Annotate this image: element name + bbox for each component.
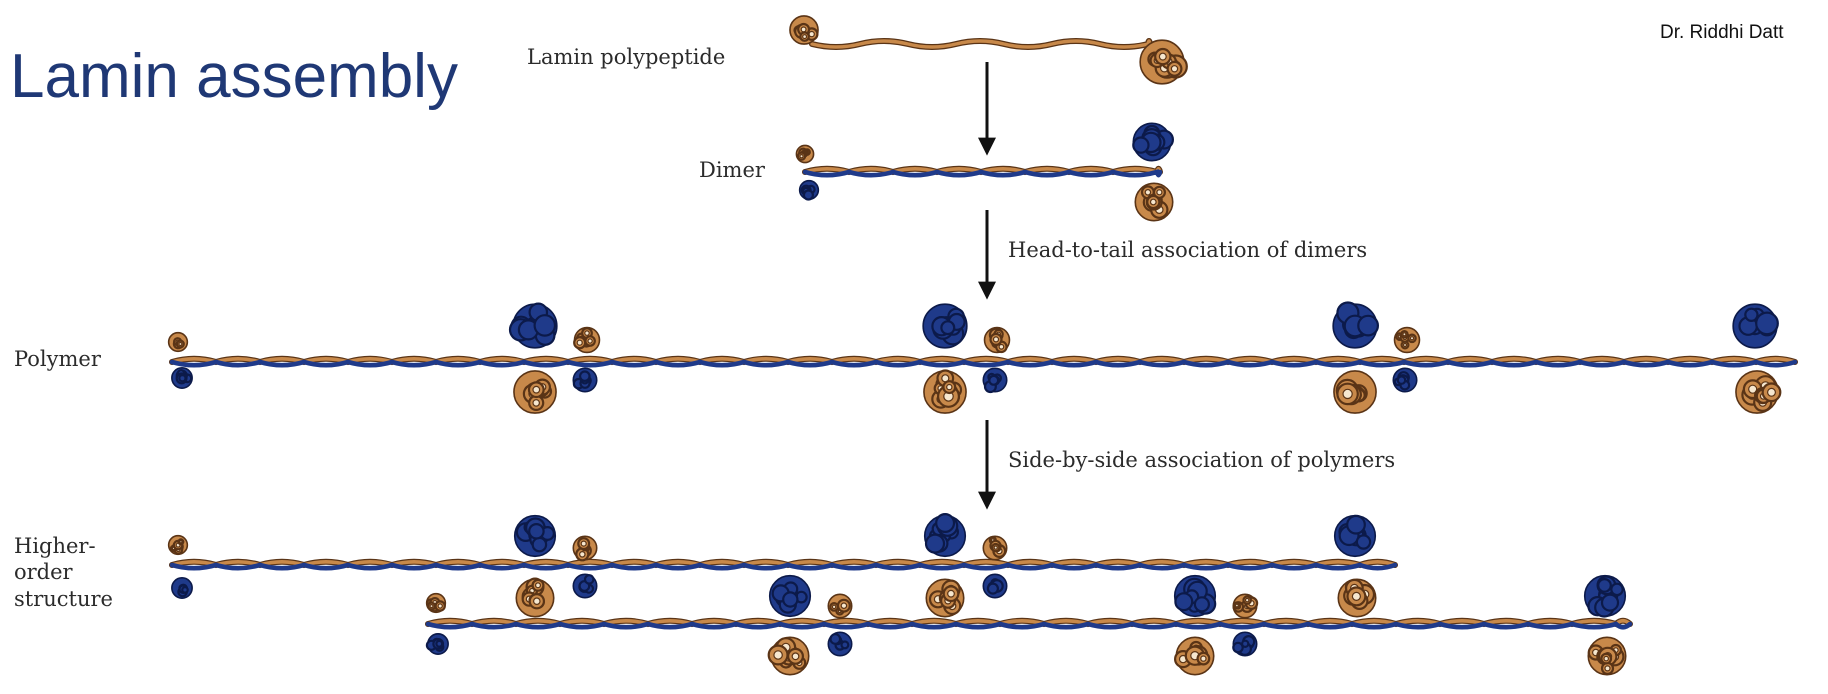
polymer-head-b-1 [172,368,192,388]
higher-top-head-b-1 [573,574,596,597]
dimer-head-b [800,181,819,200]
higher-bottom-tail-b-1 [770,576,811,617]
higher-top-head-a-2 [983,536,1006,559]
polymer-head-a-3 [985,328,1010,353]
polymer-tail-b-3 [923,304,967,348]
polymer-head-b-3 [983,368,1006,392]
polymer-head-a-1 [169,333,188,352]
higher-bottom-tail-b-end [1585,576,1626,617]
higher-top-head-b-2 [983,574,1006,597]
polymer-tail-a-3 [924,371,966,414]
polymer-tail-a-2 [514,371,556,413]
higher-rod-top [172,562,1395,568]
higher-head-a-1 [169,536,188,555]
higher-bottom-tail-a-1 [769,637,809,674]
higher-rod-bottom [428,621,1630,627]
higher-top-tail-b-end [1335,516,1376,557]
higher-bottom-head-a-2 [1233,594,1257,617]
higher-bottom-tail-b-2 [1175,576,1216,617]
polymer-head-a-4 [1395,328,1420,353]
higher-top-tail-b-1 [515,516,556,557]
dimer-tail-a [1135,183,1172,220]
dimer-tail-b [1133,123,1173,160]
polymer-head-a-2 [574,328,599,353]
higher-bottom-head-a-1 [828,594,851,617]
higher-top-tail-a-1 [516,579,553,617]
polymer-head-b-2 [573,368,596,391]
higher-bottom-head-b-1 [427,634,448,654]
higher-top-tail-b-2 [925,514,966,556]
polymer-rod [172,359,1795,365]
polymer-tail-b-4 [1333,303,1378,348]
higher-top-tail-a-2 [926,579,963,616]
polymer-head-b-4 [1393,368,1416,391]
higher-bottom-head-a-1 [427,594,446,613]
monomer-rod [812,41,1150,47]
polymer-tail-b-end [1733,304,1778,348]
polymer-tail-b-2 [510,304,557,348]
polymer-tail-a-end [1736,371,1780,413]
dimer-rod [805,169,1160,175]
polymer-tail-a-4 [1334,371,1376,413]
monomer-head [790,16,818,44]
higher-bottom-tail-a-end [1588,637,1625,674]
higher-bottom-head-b-1 [828,632,851,655]
higher-bottom-head-b-2 [1233,632,1256,655]
higher-head-b-1 [172,578,192,598]
dimer-head-a [796,145,813,162]
higher-top-tail-a-end [1338,579,1375,616]
higher-top-head-a-1 [573,536,596,560]
higher-bottom-tail-a-2 [1175,637,1214,674]
monomer-tail [1140,40,1187,84]
